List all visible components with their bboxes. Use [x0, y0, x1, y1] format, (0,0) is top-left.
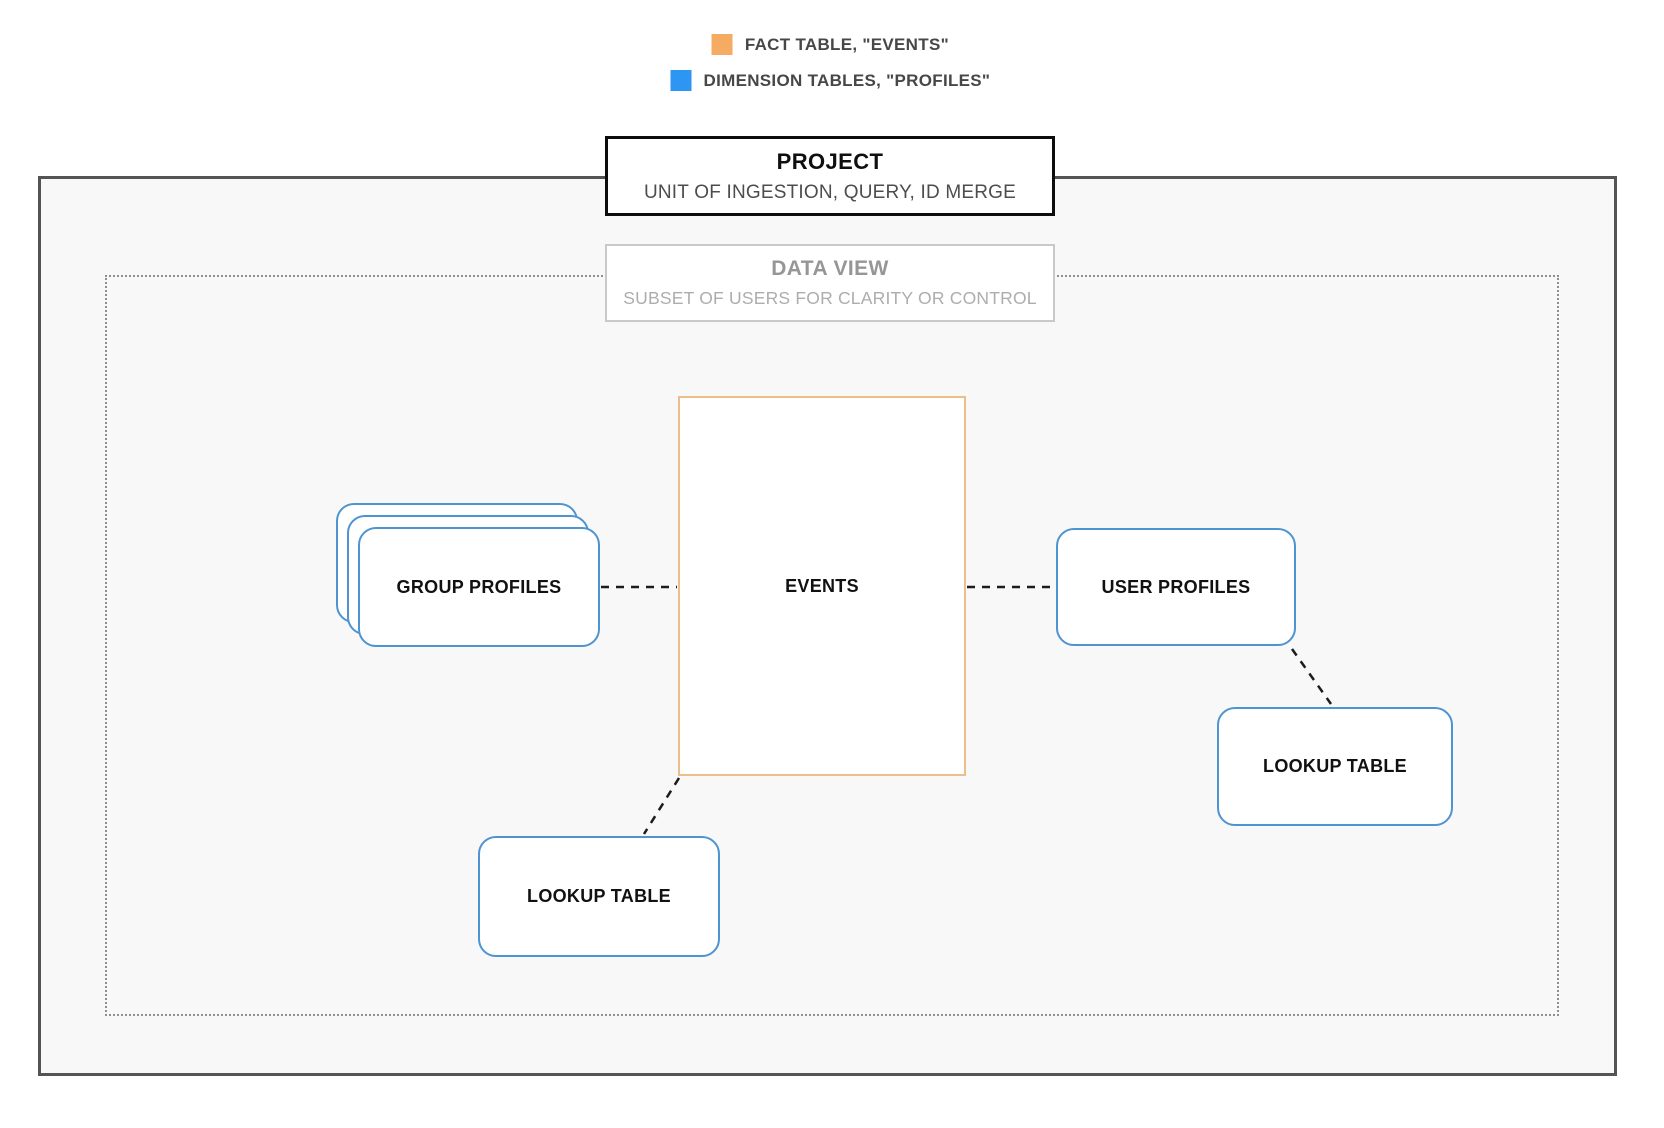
dimension-tables-swatch-icon	[670, 70, 692, 91]
data-view-subtitle: SUBSET OF USERS FOR CLARITY OR CONTROL	[623, 288, 1037, 308]
node-user-profiles[interactable]: USER PROFILES	[1056, 528, 1296, 646]
legend-item-dimension-tables: DIMENSION TABLES, "PROFILES"	[670, 70, 991, 91]
events-label: EVENTS	[785, 575, 859, 596]
project-header-box: PROJECT UNIT OF INGESTION, QUERY, ID MER…	[605, 136, 1055, 216]
node-lookup-table-right[interactable]: LOOKUP TABLE	[1217, 707, 1453, 826]
lookup-table-right-label: LOOKUP TABLE	[1263, 756, 1407, 776]
project-title: PROJECT	[776, 148, 884, 174]
legend: FACT TABLE, "EVENTS" DIMENSION TABLES, "…	[670, 34, 991, 91]
legend-label-dimension-tables: DIMENSION TABLES, "PROFILES"	[703, 70, 991, 90]
node-lookup-table-bottom[interactable]: LOOKUP TABLE	[478, 836, 720, 957]
project-subtitle: UNIT OF INGESTION, QUERY, ID MERGE	[643, 181, 1017, 203]
node-group-profiles[interactable]: GROUP PROFILES	[358, 527, 600, 647]
data-view-title: DATA VIEW	[771, 257, 889, 280]
fact-table-swatch-icon	[711, 34, 733, 55]
lookup-table-bottom-label: LOOKUP TABLE	[527, 886, 671, 906]
user-profiles-label: USER PROFILES	[1101, 576, 1251, 597]
legend-item-fact-table: FACT TABLE, "EVENTS"	[711, 34, 949, 55]
group-profiles-label: GROUP PROFILES	[396, 576, 562, 597]
data-view-header-box: DATA VIEW SUBSET OF USERS FOR CLARITY OR…	[605, 244, 1055, 322]
legend-label-fact-table: FACT TABLE, "EVENTS"	[744, 34, 949, 54]
node-events[interactable]: EVENTS	[678, 396, 966, 776]
